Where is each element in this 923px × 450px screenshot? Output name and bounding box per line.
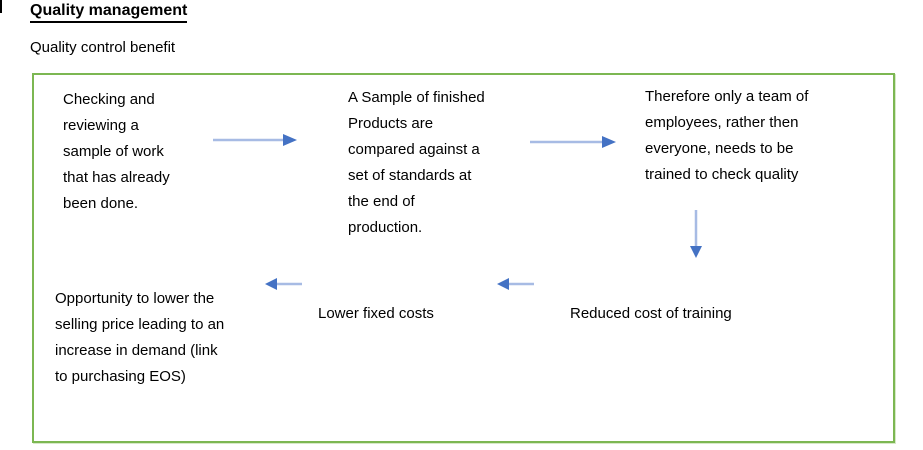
flowchart-frame: Checking and reviewing a sample of work … [32,73,895,443]
flow-node-checking-reviewing: Checking and reviewing a sample of work … [63,91,170,212]
page-edge-mark [0,0,2,13]
arrow-right-icon [530,136,616,148]
arrow-right-icon [213,134,297,146]
flow-node-team-trained: Therefore only a team of employees, rath… [645,88,809,183]
flow-node-lower-selling-price: Opportunity to lower the selling price l… [55,290,225,385]
flow-node-sample-compared: A Sample of finished Products are compar… [348,89,485,236]
arrow-down-icon [690,210,702,258]
arrow-left-icon [265,278,302,290]
arrow-left-icon [497,278,534,290]
page-title: Quality management [30,2,188,23]
section-label: Quality control benefit [30,39,176,56]
flow-node-reduced-cost: Reduced cost of training [570,305,732,322]
page-title-text: Quality management [30,2,188,23]
flow-node-lower-fixed-costs: Lower fixed costs [318,305,434,322]
